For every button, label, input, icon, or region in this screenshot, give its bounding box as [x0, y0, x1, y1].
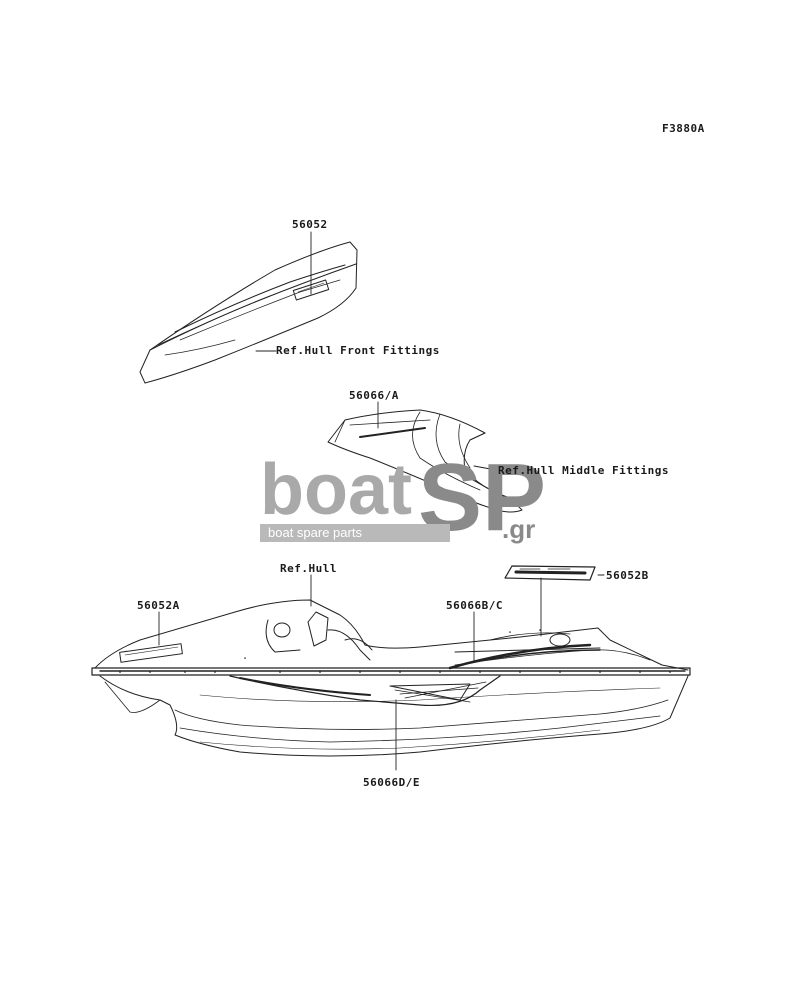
- label-56052b: 56052B: [606, 569, 649, 582]
- watermark-brand-text: boat: [260, 452, 412, 530]
- label-ref-hull-middle-fittings: Ref.Hull Middle Fittings: [498, 464, 669, 477]
- watermark-tagline: boat spare parts: [260, 524, 450, 542]
- hull: [91, 599, 691, 757]
- leader-lines: [158, 231, 605, 771]
- kawasaki-decal: [119, 643, 183, 663]
- boatsp-watermark: boat SP .gr: [260, 452, 546, 551]
- label-ref-hull: Ref.Hull: [280, 562, 337, 575]
- watermark-tld-text: .gr: [502, 514, 535, 544]
- label-56066de: 56066D/E: [363, 776, 420, 789]
- jetski-decal: [292, 279, 330, 301]
- middle-hull-decal: [327, 409, 523, 513]
- label-56052a: 56052A: [137, 599, 180, 612]
- label-56066a: 56066/A: [349, 389, 399, 402]
- decal-56052b: [504, 565, 596, 581]
- label-56052: 56052: [292, 218, 328, 231]
- front-hull-cover: [139, 241, 358, 384]
- figure-code: F3880A: [662, 122, 705, 135]
- label-56066bc: 56066B/C: [446, 599, 503, 612]
- label-ref-hull-front-fittings: Ref.Hull Front Fittings: [276, 344, 440, 357]
